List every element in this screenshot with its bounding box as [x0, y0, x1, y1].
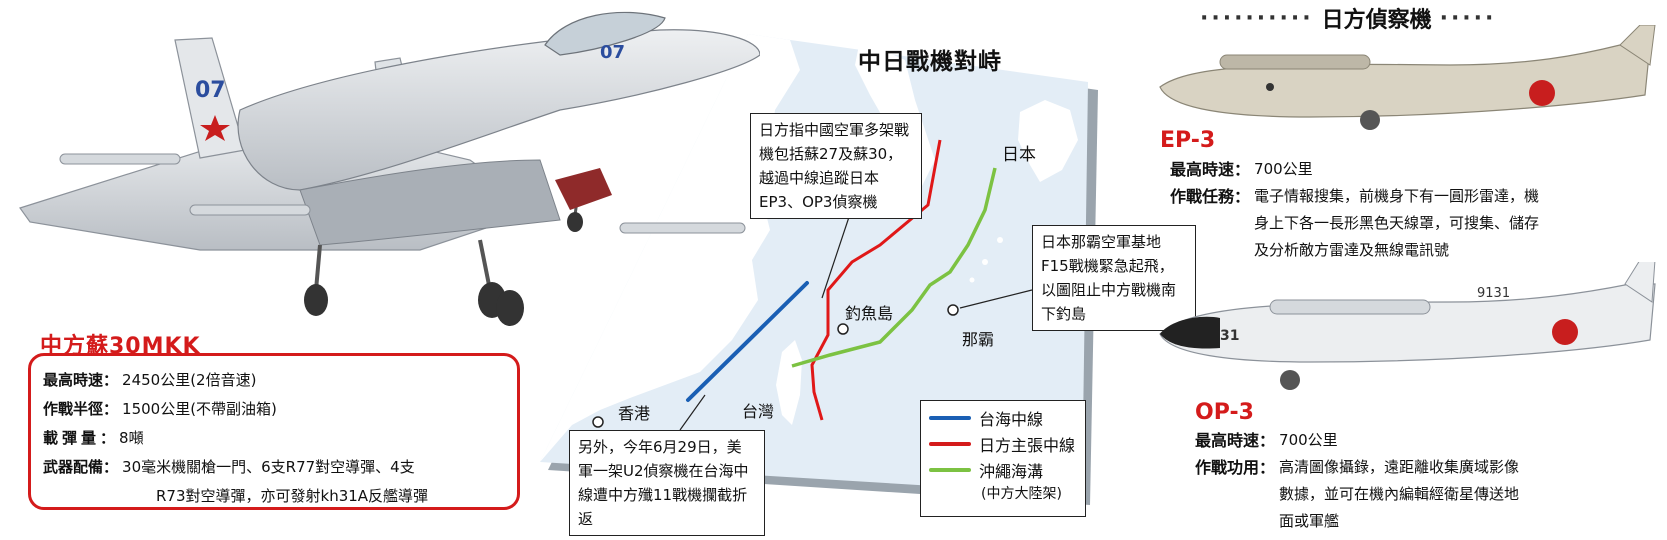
china-mainland [540, 34, 800, 462]
spec-value: 2450公里(2倍音速) [122, 371, 257, 389]
callout-japan-claim: 日方指中國空軍多架戰機包括蘇27及蘇30，越過中線追蹤日本EP3、OP3偵察機 [750, 113, 922, 219]
legend-item: 沖繩海溝 [929, 457, 1077, 483]
diaoyu-marker [837, 323, 849, 335]
op3-task-line: 數據，並可在機內編輯經衛星傳送地 [1279, 485, 1520, 503]
ep3-task-line: 身上下各一長形黑色天線罩，可搜集、儲存 [1254, 214, 1540, 232]
place-diaoyu: 釣魚島 [845, 304, 894, 323]
hongkong-marker [592, 416, 604, 428]
ep3-name: EP-3 [1160, 128, 1216, 153]
ep3-task-row: 作戰任務： 電子情報搜集，前機身下有一圓形雷達，機 身上下各一長形黑色天線罩，可… [1170, 183, 1660, 264]
spec-label: 載彈量 [43, 429, 101, 447]
ep3-speed-value: 700公里 [1254, 160, 1313, 178]
map-title: 中日戰機對峙 [858, 49, 1002, 75]
callout-u2-pointer [679, 394, 706, 431]
legend-sublabel: (中方大陸架) [981, 486, 1062, 502]
fighter-tail-number: 07 [195, 78, 226, 103]
svg-text:31: 31 [1220, 328, 1239, 344]
op3-task-row: 作戰功用： 高清圖像攝錄，遠距離收集廣域影像 數據，並可在機內編輯經衛星傳送地 … [1195, 454, 1655, 535]
op3-task-line: 面或軍艦 [1279, 512, 1340, 530]
okinawa-trough-line [791, 167, 997, 368]
japan-kyushu [1018, 100, 1078, 182]
legend-label: 沖繩海溝 [979, 462, 1044, 481]
ep3-plane-image [1159, 25, 1656, 130]
ep3-task-line: 及分析敵方雷達及無線電訊號 [1254, 241, 1450, 259]
place-japan: 日本 [1002, 145, 1036, 165]
callout-naha-scramble: 日本那霸空軍基地F15戰機緊急起飛，以圖阻止中方戰機南下釣島 [1032, 225, 1196, 331]
op3-task-line: 高清圖像攝錄，遠距離收集廣域影像 [1279, 458, 1520, 476]
naha-marker [947, 304, 959, 316]
legend-item: 日方主張中線 [929, 431, 1077, 457]
spec-value: R73對空導彈，亦可發射kh31A反艦導彈 [156, 487, 429, 505]
callout-u2-incident: 另外，今年6月29日，美軍一架U2偵察機在台海中線遭中方殲11戰機攔截折返 [569, 430, 765, 536]
ep3-spec: 最高時速： 700公里 作戰任務： 電子情報搜集，前機身下有一圓形雷達，機 身上… [1170, 156, 1660, 264]
su30-fighter-image [19, 11, 760, 326]
legend-item: 台海中線 [929, 405, 1077, 431]
place-hongkong: 香港 [618, 404, 651, 423]
op3-speed-row: 最高時速： 700公里 [1195, 427, 1655, 454]
spec-label: 作戰半徑 [43, 400, 104, 418]
op3-speed-value: 700公里 [1279, 431, 1338, 449]
legend-swatch-red [929, 442, 971, 446]
op3-spec: 最高時速： 700公里 作戰功用： 高清圖像攝錄，遠距離收集廣域影像 數據，並可… [1195, 427, 1655, 535]
legend-label: 台海中線 [979, 410, 1044, 429]
recon-header-text: 日方偵察機 [1321, 8, 1432, 33]
ep3-task-line: 電子情報搜集，前機身下有一圓形雷達，機 [1254, 187, 1540, 205]
spec-row-continued: R73對空導彈，亦可發射kh31A反艦導彈 [43, 482, 505, 511]
recon-header: ·········· 日方偵察機 ····· [1200, 2, 1496, 34]
place-taiwan: 台灣 [742, 402, 775, 421]
op3-speed-label: 最高時速 [1195, 431, 1260, 450]
taiwan-median-line [686, 281, 809, 402]
legend-label: 日方主張中線 [979, 436, 1076, 455]
op3-task-label: 作戰功用 [1195, 458, 1260, 477]
spec-row: 作戰半徑： 1500公里(不帶副油箱) [43, 395, 505, 424]
taiwan-island [776, 340, 802, 425]
spec-label: 武器配備 [43, 458, 104, 476]
spec-value: 1500公里(不帶副油箱) [122, 400, 277, 418]
place-naha: 那霸 [962, 330, 995, 349]
map-legend: 台海中線 日方主張中線 沖繩海溝 (中方大陸架) [920, 400, 1086, 517]
spec-label: 最高時速 [43, 371, 104, 389]
ep3-speed-row: 最高時速： 700公里 [1170, 156, 1660, 183]
legend-swatch-green [929, 468, 971, 472]
ep3-task-label: 作戰任務 [1170, 187, 1235, 206]
callout-naha-pointer [959, 289, 1033, 309]
spec-row: 載彈量： 8噸 [43, 424, 505, 453]
fighter-nose-number: 07 [600, 42, 626, 63]
op3-tail-number: 9131 [1477, 286, 1511, 301]
ep3-speed-label: 最高時速 [1170, 160, 1235, 179]
spec-value: 30毫米機關槍一門、6支R77對空導彈、4支 [122, 458, 415, 476]
spec-row: 武器配備： 30毫米機關槍一門、6支R77對空導彈、4支 [43, 453, 505, 482]
spec-value: 8噸 [119, 429, 144, 447]
callout-jp-pointer [821, 207, 853, 299]
china-fighter-spec-box: 最高時速： 2450公里(2倍音速) 作戰半徑： 1500公里(不帶副油箱) 載… [28, 353, 520, 510]
op3-name: OP-3 [1195, 400, 1254, 425]
legend-swatch-blue [929, 416, 971, 420]
spec-row: 最高時速： 2450公里(2倍音速) [43, 366, 505, 395]
op3-plane-image: 31 [1159, 262, 1656, 390]
